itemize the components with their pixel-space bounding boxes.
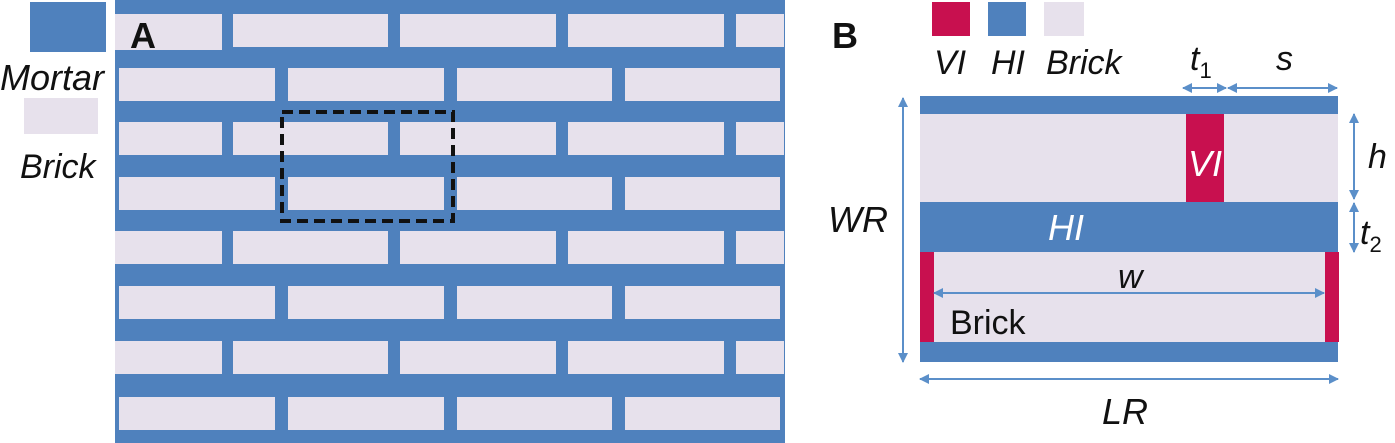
brick-r6-c0 — [115, 341, 222, 374]
panel-a-label-tile — [115, 14, 222, 50]
brick-r1-c3 — [625, 68, 780, 101]
bottom-mortar-strip — [920, 342, 1338, 362]
brick-r5-c1 — [288, 286, 444, 319]
brick-r6-c1 — [233, 341, 388, 374]
brick-r7-c1 — [288, 397, 444, 430]
legend-mortar-swatch — [30, 2, 106, 52]
brick-r5-c0 — [119, 286, 275, 319]
brick-r4-c2 — [400, 231, 556, 264]
upper-brick — [920, 114, 1338, 202]
brick-r6-c4 — [736, 341, 784, 374]
dim-t1-sub: 1 — [1199, 58, 1211, 83]
top-mortar-strip — [920, 96, 1338, 114]
legend-mortar-label: Mortar — [0, 57, 106, 98]
panel-b-label: B — [832, 15, 858, 56]
brick-r2-c1 — [233, 122, 388, 155]
brick-r4-c1 — [233, 231, 388, 264]
brick-r1-c2 — [457, 68, 612, 101]
legend-brick-label-b: Brick — [1046, 44, 1124, 82]
vertical-interface-right — [1325, 252, 1339, 342]
brick-r0-c2 — [568, 14, 724, 47]
dimension-lines — [898, 83, 1359, 384]
selection-box — [280, 110, 455, 223]
brick-r3-c2 — [457, 177, 612, 210]
legend-vi-swatch — [932, 2, 970, 36]
brick-r3-c1 — [288, 177, 444, 210]
brick-r2-c2 — [400, 122, 556, 155]
brick-r0-c0 — [233, 14, 388, 47]
dim-t2-sub: 2 — [1369, 232, 1381, 257]
brick-r2-c0 — [119, 122, 222, 155]
dim-w-label: w — [1118, 258, 1145, 296]
panel-b: B VI HI Brick VI HI Brick — [828, 2, 1387, 432]
brick-r1-c0 — [119, 68, 275, 101]
panel-a-label: A — [130, 15, 156, 56]
legend-brick-swatch-b — [1044, 2, 1084, 36]
brick-r3-c3 — [625, 177, 780, 210]
panel-a-legend: Mortar Brick — [0, 2, 106, 186]
brick-r3-c0 — [119, 177, 275, 210]
brick-r0-c3 — [736, 14, 784, 47]
hi-region-label: HI — [1048, 207, 1084, 248]
vertical-interface-upper — [1186, 114, 1224, 202]
brick-r7-c3 — [625, 397, 780, 430]
panel-a: Mortar Brick A — [0, 0, 785, 443]
brick-r0-c1 — [400, 14, 556, 47]
brick-r2-c4 — [736, 122, 784, 155]
brick-r7-c2 — [457, 397, 612, 430]
brick-r1-c1 — [288, 68, 444, 101]
unit-cell: VI HI Brick — [920, 96, 1339, 362]
brick-r5-c2 — [457, 286, 612, 319]
legend-vi-label: VI — [934, 44, 967, 82]
dimension-labels: t1 s h t2 w WR LR — [828, 40, 1387, 432]
panel-b-legend: VI HI Brick — [932, 2, 1124, 82]
legend-hi-swatch — [988, 2, 1026, 36]
dim-t2-base: t — [1360, 214, 1371, 252]
legend-hi-label: HI — [991, 44, 1026, 82]
brick-r7-c0 — [119, 397, 275, 430]
brick-r4-c4 — [736, 231, 784, 264]
dim-t1-label: t1 — [1190, 40, 1212, 83]
brick-r2-c3 — [568, 122, 724, 155]
dim-s-label: s — [1276, 40, 1293, 78]
brick-r5-c3 — [625, 286, 780, 319]
legend-brick-label: Brick — [20, 148, 98, 186]
brick-r4-c3 — [568, 231, 724, 264]
dim-lr-label: LR — [1102, 391, 1148, 432]
brick-r4-c0 — [115, 231, 222, 264]
dim-wr-label: WR — [828, 199, 888, 240]
vertical-interface-left — [920, 252, 934, 342]
legend-brick-swatch — [24, 98, 98, 134]
dim-h-label: h — [1368, 138, 1387, 176]
brick-wall — [115, 14, 784, 430]
brick-region-label: Brick — [950, 304, 1027, 342]
horizontal-interface — [920, 202, 1338, 252]
brick-r6-c3 — [568, 341, 724, 374]
vi-region-label: VI — [1188, 143, 1222, 184]
dim-t2-label: t2 — [1360, 214, 1382, 257]
dim-t1-base: t — [1190, 40, 1201, 78]
brick-r6-c2 — [400, 341, 556, 374]
